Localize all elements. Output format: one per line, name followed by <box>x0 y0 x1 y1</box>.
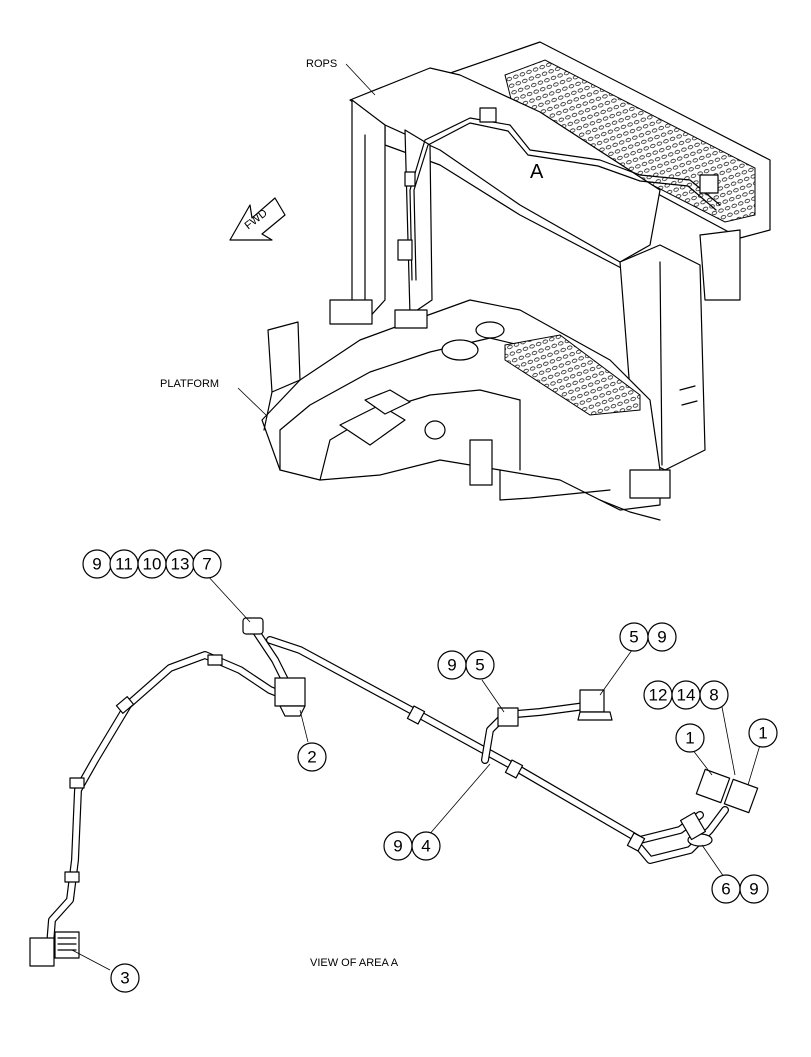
callout-8: 8 <box>699 680 729 710</box>
svg-text:9: 9 <box>749 880 758 899</box>
svg-text:5: 5 <box>475 656 484 675</box>
rops-leader <box>345 63 376 96</box>
callout-2: 2 <box>297 742 327 772</box>
callout-9-e: 9 <box>739 874 769 904</box>
callout-12: 12 <box>643 680 673 710</box>
callout-6: 6 <box>711 874 741 904</box>
callout-7: 7 <box>192 549 222 579</box>
callout-5-b: 5 <box>619 622 649 652</box>
area-a-label: A <box>530 161 544 183</box>
rops-structure <box>349 41 771 471</box>
svg-text:1: 1 <box>685 729 694 748</box>
callout-3: 3 <box>110 963 140 993</box>
callout-1-b: 1 <box>748 718 778 748</box>
svg-text:11: 11 <box>115 555 133 574</box>
svg-text:7: 7 <box>202 555 211 574</box>
callout-9-a: 9 <box>82 549 112 579</box>
callout-13: 13 <box>165 549 195 579</box>
svg-text:1: 1 <box>758 724 767 743</box>
fwd-arrow: FWD <box>229 197 286 241</box>
rops-label: ROPS <box>306 58 337 70</box>
callout-11: 11 <box>109 549 139 579</box>
svg-text:4: 4 <box>421 837 430 856</box>
view-caption: VIEW OF AREA A <box>310 957 399 969</box>
floor-grate <box>504 334 641 416</box>
svg-text:6: 6 <box>721 880 730 899</box>
callout-4: 4 <box>411 831 441 861</box>
callout-5-a: 5 <box>465 650 495 680</box>
svg-text:5: 5 <box>629 628 638 647</box>
callouts: 9 11 10 13 7 2 9 5 <box>82 549 778 993</box>
callout-1-a: 1 <box>675 723 705 753</box>
svg-text:14: 14 <box>677 686 696 705</box>
svg-text:13: 13 <box>171 555 190 574</box>
svg-text:9: 9 <box>92 555 101 574</box>
callout-10: 10 <box>137 549 167 579</box>
svg-text:3: 3 <box>120 969 129 988</box>
svg-text:2: 2 <box>307 748 316 767</box>
svg-text:9: 9 <box>393 837 402 856</box>
svg-text:8: 8 <box>709 686 718 705</box>
callout-9-d: 9 <box>383 831 413 861</box>
platform-leader <box>237 387 267 416</box>
callout-leaders <box>71 573 761 971</box>
platform-label: PLATFORM <box>160 378 219 390</box>
callout-9-c: 9 <box>647 622 677 652</box>
callout-9-b: 9 <box>437 650 467 680</box>
wiring-harness <box>29 617 759 967</box>
callout-14: 14 <box>671 680 701 710</box>
svg-text:10: 10 <box>143 555 162 574</box>
svg-text:9: 9 <box>447 656 456 675</box>
svg-text:12: 12 <box>649 686 668 705</box>
svg-text:9: 9 <box>657 628 666 647</box>
platform-structure <box>261 299 671 521</box>
